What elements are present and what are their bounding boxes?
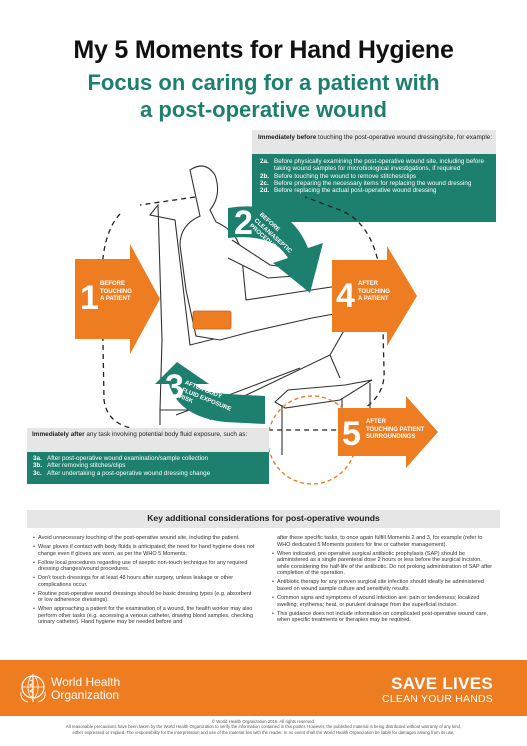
moment-3-number: 3 <box>165 368 184 406</box>
list-item: •Antibiotic therapy for any proven surgi… <box>272 579 484 592</box>
list-item-continuation: after these specific tasks, to once agai… <box>277 535 483 548</box>
considerations-title: Key additional considerations for post-o… <box>147 513 380 523</box>
list-item: 2a.Before physically examining the post-… <box>260 158 485 173</box>
who-name: World Health Organization <box>51 675 121 702</box>
slogan-save-lives: SAVE LIVES <box>391 674 493 693</box>
subtitle-line-2: a post-operative wound <box>140 97 387 122</box>
moment-5-number: 5 <box>342 415 361 453</box>
list-item: •Don't touch dressings for at least 48 h… <box>33 575 234 588</box>
list-item: •Follow local procedures regarding use o… <box>33 559 248 573</box>
list-item: 3c.After undertaking a post-operative wo… <box>33 469 211 477</box>
patient-body <box>179 165 363 341</box>
page-subtitle: Focus on caring for a patient with a pos… <box>0 69 527 123</box>
slogan-clean-hands: CLEAN YOUR HANDS <box>382 693 493 705</box>
bed <box>274 379 373 455</box>
moment-2-number: 2 <box>234 204 253 242</box>
subtitle-line-1: Focus on caring for a patient with <box>87 70 440 95</box>
list-item: •Wear gloves if contact with body fluids… <box>33 543 255 557</box>
moment-1-label: BEFORE TOUCHING A PATIENT <box>100 281 132 302</box>
considerations-left-column: •Avoid unnecessary touching of the post-… <box>33 535 255 628</box>
list-item: •When indicated, pre-operative surgical … <box>272 550 493 577</box>
list-item: •When approaching a patient for the exam… <box>33 606 253 626</box>
moment-2-list: 2a.Before physically examining the post-… <box>252 154 496 222</box>
moment-4-arrow <box>332 246 417 346</box>
page-title: My 5 Moments for Hand Hygiene <box>73 36 454 64</box>
moment-4-number: 4 <box>336 277 355 315</box>
considerations-right-column: after these specific tasks, to once agai… <box>272 535 494 626</box>
list-item: 3b.After removing stitches/clips <box>33 462 126 470</box>
list-item: 2b.Before touching the wound to remove s… <box>260 172 417 180</box>
who-emblem-icon <box>20 674 46 703</box>
moment-3-list: 3a.After post-operative wound examinatio… <box>27 452 269 484</box>
moment-2-intro: Immediately before touching the post-ope… <box>258 134 493 141</box>
moment-1-arrow <box>75 244 160 354</box>
moment-5-arrow <box>338 396 438 468</box>
moment-3-arrow <box>155 362 265 424</box>
list-item: 2c.Before preparing the necessary items … <box>260 179 472 187</box>
list-item: 3a.After post-operative wound examinatio… <box>33 455 209 462</box>
list-item: •Avoid unnecessary touching of the post-… <box>33 535 240 541</box>
considerations-header: Key additional considerations for post-o… <box>27 510 500 528</box>
moment-2-info-box: Immediately before touching the post-ope… <box>252 130 496 222</box>
list-item: •Routine post-operative wound dressings … <box>33 590 252 604</box>
wound-dressing <box>192 310 232 330</box>
list-item: •This guidance does not include informat… <box>272 610 488 624</box>
moment-3-intro: Immediately after any task involving pot… <box>32 431 248 438</box>
list-item: 2d.Before replacing the actual post-oper… <box>260 187 437 195</box>
moment-5-label: AFTER TOUCHING PATIENT SURROUNDINGS <box>366 419 425 440</box>
footer-banner: World Health Organization SAVE LIVES CLE… <box>0 660 527 716</box>
moment-2-arrow <box>228 206 323 293</box>
moment-1-number: 1 <box>80 279 99 317</box>
copyright-notice: © World Health Organization 2016. All ri… <box>65 719 462 735</box>
moment-3-info-box: Immediately after any task involving pot… <box>27 428 269 484</box>
moment-4-label: AFTER TOUCHING A PATIENT <box>358 281 390 302</box>
list-item: •Common signs and symptoms of wound infe… <box>272 594 480 608</box>
